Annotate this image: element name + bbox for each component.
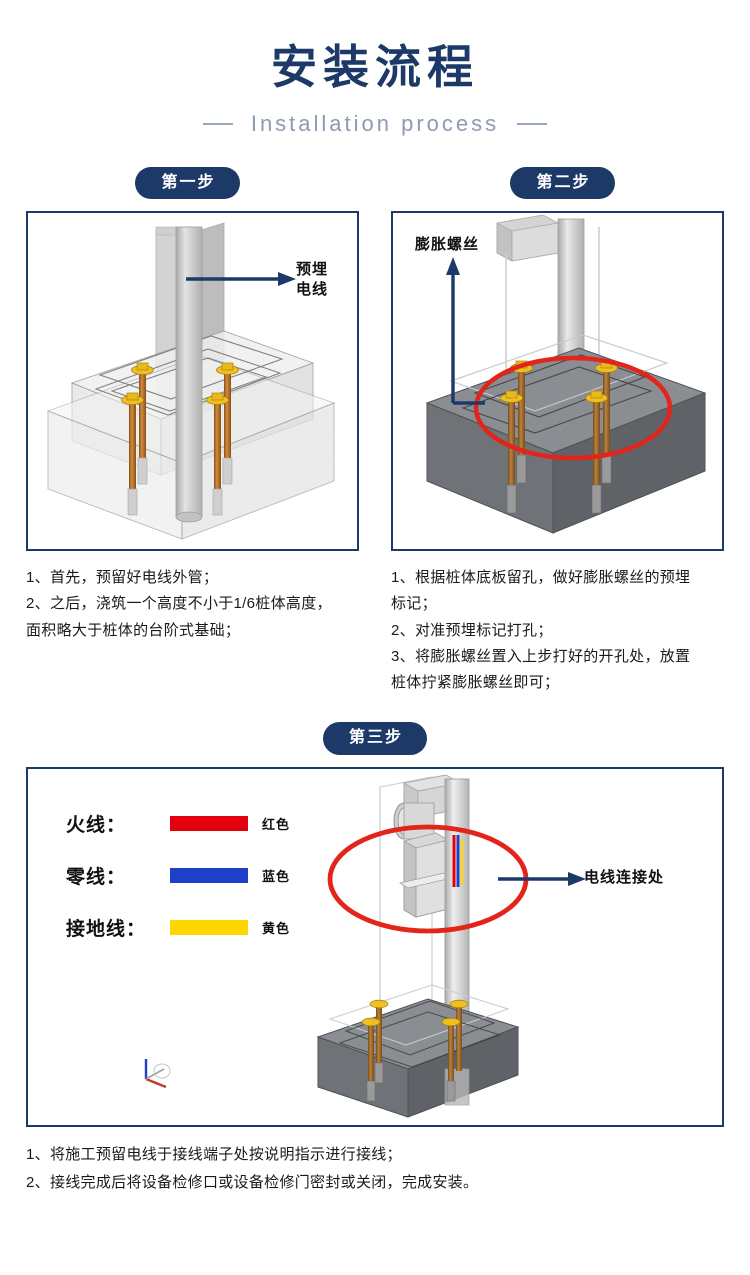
diagram-panel-step1: 预埋 电线	[26, 211, 359, 552]
diagram-panel-step2: 膨胀螺丝	[391, 211, 724, 552]
legend-row-neutral: 零线： 蓝色	[66, 849, 290, 901]
legend-color-name-ground: 黄色	[262, 920, 291, 936]
wire-connection-label: 电线连接处	[584, 869, 665, 887]
page-subtitle: Installation process	[250, 110, 500, 136]
badge-cell-step1: 第一步	[0, 166, 375, 200]
caption-line: 2、接线完成后将设备检修口或设备检修门密封或关闭，完成安装。	[26, 1173, 479, 1191]
legend-label-ground: 接地线：	[66, 918, 147, 940]
foundation-diagram-step1	[46, 222, 336, 540]
subtitle-dash-right	[517, 122, 548, 125]
legend-row-live: 火线： 红色	[66, 797, 290, 849]
page-title: 安装流程	[271, 41, 479, 93]
caption-line: 3、将膨胀螺丝置入上步打好的开孔处，放置	[391, 647, 691, 665]
highlight-ellipse-step2	[473, 355, 673, 461]
caption-line: 桩体拧紧膨胀螺丝即可；	[391, 674, 560, 692]
step-badge-1[interactable]: 第一步	[135, 166, 240, 200]
caption-line: 1、首先，预留好电线外管；	[26, 569, 219, 587]
captions-row: 1、首先，预留好电线外管； 2、之后，浇筑一个高度不小于1/6桩体高度， 面积略…	[0, 565, 750, 696]
page-header: 安装流程 Installation process	[0, 0, 750, 137]
foundation-diagram-step2	[425, 214, 707, 534]
caption-line: 1、将施工预留电线于接线端子处按说明指示进行接线；	[26, 1146, 402, 1164]
diagram-panel-step3: 火线： 红色 零线： 蓝色 接地线： 黄色	[26, 767, 724, 1128]
legend-swatch-neutral	[170, 867, 248, 883]
badge-cell-step2: 第二步	[375, 166, 750, 200]
legend-color-name-neutral: 蓝色	[262, 868, 291, 884]
caption-line: 面积略大于桩体的台阶式基础；	[26, 621, 241, 639]
caption-step2: 1、根据桩体底板留孔，做好膨胀螺丝的预埋 标记； 2、对准预埋标记打孔； 3、将…	[391, 565, 724, 696]
legend-row-ground: 接地线： 黄色	[66, 901, 290, 953]
pole-assembly-diagram-step3	[144, 774, 586, 1118]
subtitle-dash-left	[202, 122, 233, 125]
legend-label-live: 火线：	[66, 814, 127, 836]
caption-line: 2、之后，浇筑一个高度不小于1/6桩体高度，	[26, 595, 332, 613]
legend-color-name-live: 红色	[262, 816, 291, 832]
badge-cell-step3: 第三步	[0, 722, 750, 756]
legend-label-neutral: 零线：	[66, 866, 127, 888]
caption-line: 1、根据桩体底板留孔，做好膨胀螺丝的预埋	[391, 569, 691, 587]
wire-connection-arrow	[498, 872, 586, 887]
wire-color-legend: 火线： 红色 零线： 蓝色 接地线： 黄色	[66, 797, 290, 953]
legend-swatch-live	[170, 815, 248, 831]
legend-swatch-ground	[170, 919, 248, 935]
caption-line: 2、对准预埋标记打孔；	[391, 621, 553, 639]
expansion-bolt-label: 膨胀螺丝	[415, 236, 480, 254]
caption-step1: 1、首先，预留好电线外管； 2、之后，浇筑一个高度不小于1/6桩体高度， 面积略…	[26, 565, 359, 696]
subtitle-row: Installation process	[0, 111, 750, 137]
diagram-panels-row: 预埋 电线	[0, 211, 750, 552]
pre-embedded-wire-arrow	[186, 272, 296, 287]
caption-line: 标记；	[391, 595, 437, 613]
step-badge-row: 第一步 第二步	[0, 166, 750, 200]
pre-embedded-wire-label: 预埋 电线	[296, 261, 329, 299]
axis-indicator-icon	[144, 1059, 171, 1089]
expansion-bolt-arrow	[446, 257, 485, 405]
wide-panel-wrap: 火线： 红色 零线： 蓝色 接地线： 黄色	[0, 767, 750, 1128]
step-badge-3[interactable]: 第三步	[322, 722, 427, 756]
step-badge-2[interactable]: 第二步	[510, 166, 615, 200]
caption-step3: 1、将施工预留电线于接线端子处按说明指示进行接线； 2、接线完成后将设备检修口或…	[0, 1141, 750, 1197]
